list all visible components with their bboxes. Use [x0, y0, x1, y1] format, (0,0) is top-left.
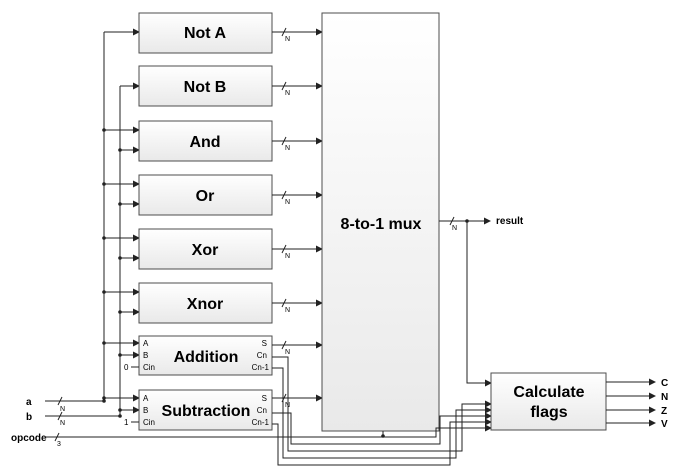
not-b-label: Not B: [184, 79, 227, 96]
addition-port-cn: Cn: [257, 351, 267, 360]
subtraction-port-cin: Cin: [143, 418, 155, 427]
subtraction-port-cn1: Cn-1: [252, 418, 270, 427]
mux-label: 8-to-1 mux: [341, 216, 422, 233]
addition-port-s: S: [262, 339, 267, 348]
xnor-block: Xnor: [138, 282, 273, 324]
or-block: Or: [138, 174, 273, 216]
not-b-block: Not B: [138, 65, 273, 107]
signal-opcode-label: opcode: [11, 433, 47, 444]
signal-result-label: result: [496, 216, 524, 227]
subtraction-port-cn: Cn: [257, 406, 267, 415]
and-bus-width: N: [285, 145, 290, 152]
opcode-bus-width: 3: [57, 441, 61, 448]
flag-z-label: Z: [661, 406, 667, 417]
flag-n-label: N: [661, 392, 668, 403]
result-bus-width: N: [452, 225, 457, 232]
subtraction-cin-value: 1: [124, 418, 129, 427]
and-label: And: [189, 134, 220, 151]
signal-b-label: b: [26, 412, 32, 423]
flag-v-label: V: [661, 419, 668, 430]
subtraction-port-b: B: [143, 406, 148, 415]
addition-port-b: B: [143, 351, 148, 360]
calculate-flags-block: Calculate flags: [490, 372, 607, 431]
subtraction-block: Subtraction A B Cin S Cn Cn-1: [138, 389, 273, 431]
xor-label: Xor: [192, 242, 219, 259]
not-a-label: Not A: [184, 25, 227, 42]
addition-block: Addition A B Cin S Cn Cn-1: [138, 335, 273, 376]
mux-block: 8-to-1 mux: [321, 12, 440, 432]
and-block: And: [138, 120, 273, 162]
addition-cin-value: 0: [124, 363, 129, 372]
input-bus-width-marks: N N 3: [54, 396, 65, 448]
flags-label-line2: flags: [530, 404, 567, 421]
xnor-label: Xnor: [187, 296, 223, 313]
signal-a-label: a: [26, 397, 32, 408]
b-bus-width: N: [60, 420, 65, 427]
block-output-wires: [272, 28, 323, 402]
not-a-block: Not A: [138, 12, 273, 54]
subtraction-label: Subtraction: [162, 403, 251, 420]
addition-port-a: A: [143, 339, 149, 348]
not-b-bus-width: N: [285, 90, 290, 97]
addition-port-cn1: Cn-1: [252, 363, 270, 372]
flag-c-label: C: [661, 378, 668, 389]
addition-bus-width: N: [285, 349, 290, 356]
subtraction-port-a: A: [143, 394, 149, 403]
block-output-bus-widths: N N N N N N N N: [281, 27, 290, 409]
a-bus-width: N: [60, 406, 65, 413]
addition-label: Addition: [174, 349, 239, 366]
flag-output-wires: [606, 378, 656, 427]
xor-bus-width: N: [285, 253, 290, 260]
or-bus-width: N: [285, 199, 290, 206]
not-a-bus-width: N: [285, 36, 290, 43]
xnor-bus-width: N: [285, 307, 290, 314]
input-wires: [45, 28, 140, 418]
carry-wires: [272, 356, 492, 466]
addition-port-cin: Cin: [143, 363, 155, 372]
xor-block: Xor: [138, 228, 273, 270]
subtraction-port-s: S: [262, 394, 267, 403]
flags-label-line1: Calculate: [513, 384, 584, 401]
or-label: Or: [196, 188, 215, 205]
